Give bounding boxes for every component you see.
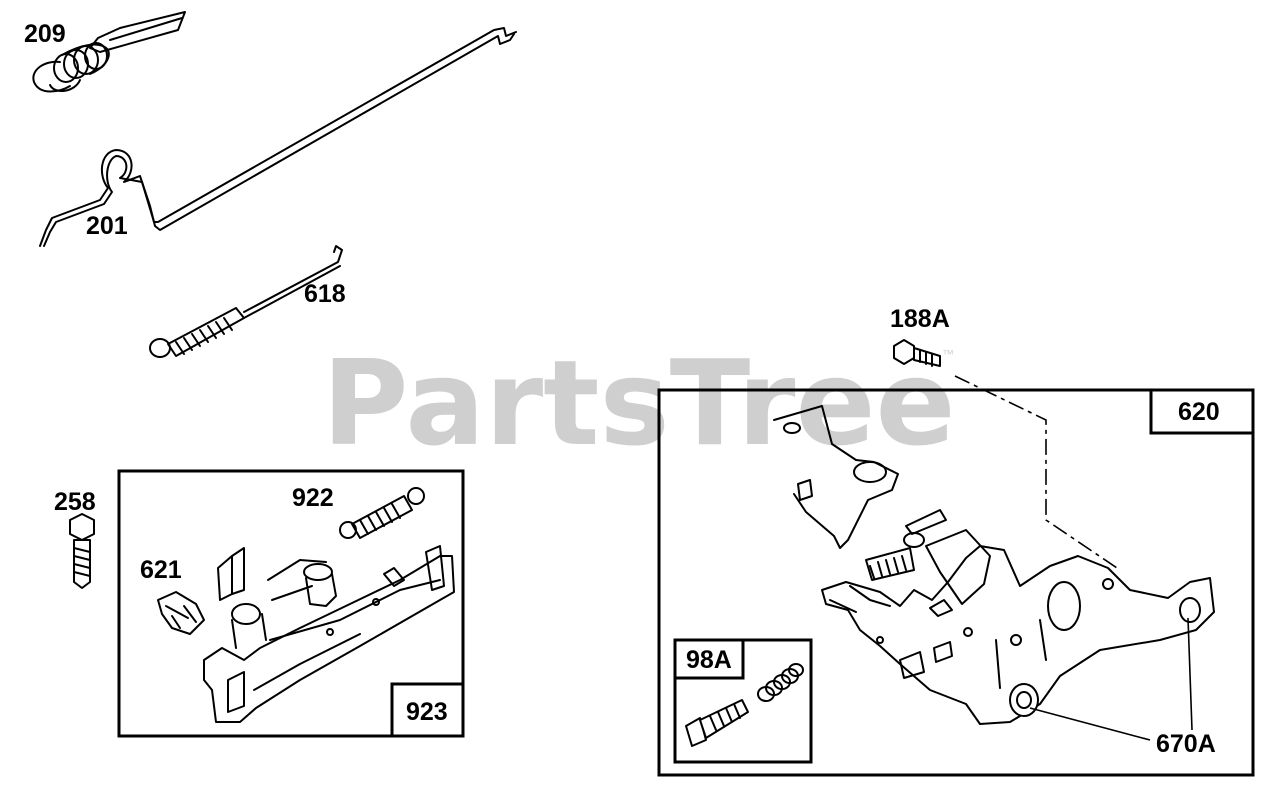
- watermark: PartsTree: [322, 334, 956, 472]
- part-618-extension-spring[interactable]: [149, 245, 343, 358]
- frame-923: [117, 469, 465, 738]
- label-618: 618: [304, 280, 346, 308]
- label-98A: 98A: [686, 646, 732, 674]
- frame-98A: [673, 638, 813, 764]
- label-620: 620: [1178, 398, 1220, 426]
- watermark-trademark: ™: [942, 347, 954, 361]
- leader-670A-lower: [1029, 707, 1151, 741]
- label-209: 209: [24, 20, 66, 48]
- frame-620: [657, 388, 1255, 777]
- label-201: 201: [86, 212, 128, 240]
- part-620-control-bracket[interactable]: [773, 405, 1215, 725]
- leader-188A: [954, 375, 1121, 571]
- part-188A-bolt[interactable]: [893, 339, 941, 367]
- part-209-spring-clip[interactable]: [32, 11, 186, 93]
- leader-670A-upper: [1187, 617, 1193, 731]
- part-201-link-rod[interactable]: [39, 27, 517, 247]
- label-923: 923: [406, 698, 448, 726]
- part-923-control-bracket[interactable]: [203, 545, 455, 723]
- part-258-bolt[interactable]: [69, 513, 95, 589]
- label-258: 258: [54, 488, 96, 516]
- part-922-spring[interactable]: [339, 487, 425, 539]
- part-621-clip[interactable]: [157, 591, 205, 635]
- label-670A: 670A: [1156, 730, 1216, 758]
- label-922: 922: [292, 484, 334, 512]
- label-188A: 188A: [890, 305, 950, 333]
- label-621: 621: [140, 556, 182, 584]
- part-98A-spring-and-screw[interactable]: [685, 663, 804, 747]
